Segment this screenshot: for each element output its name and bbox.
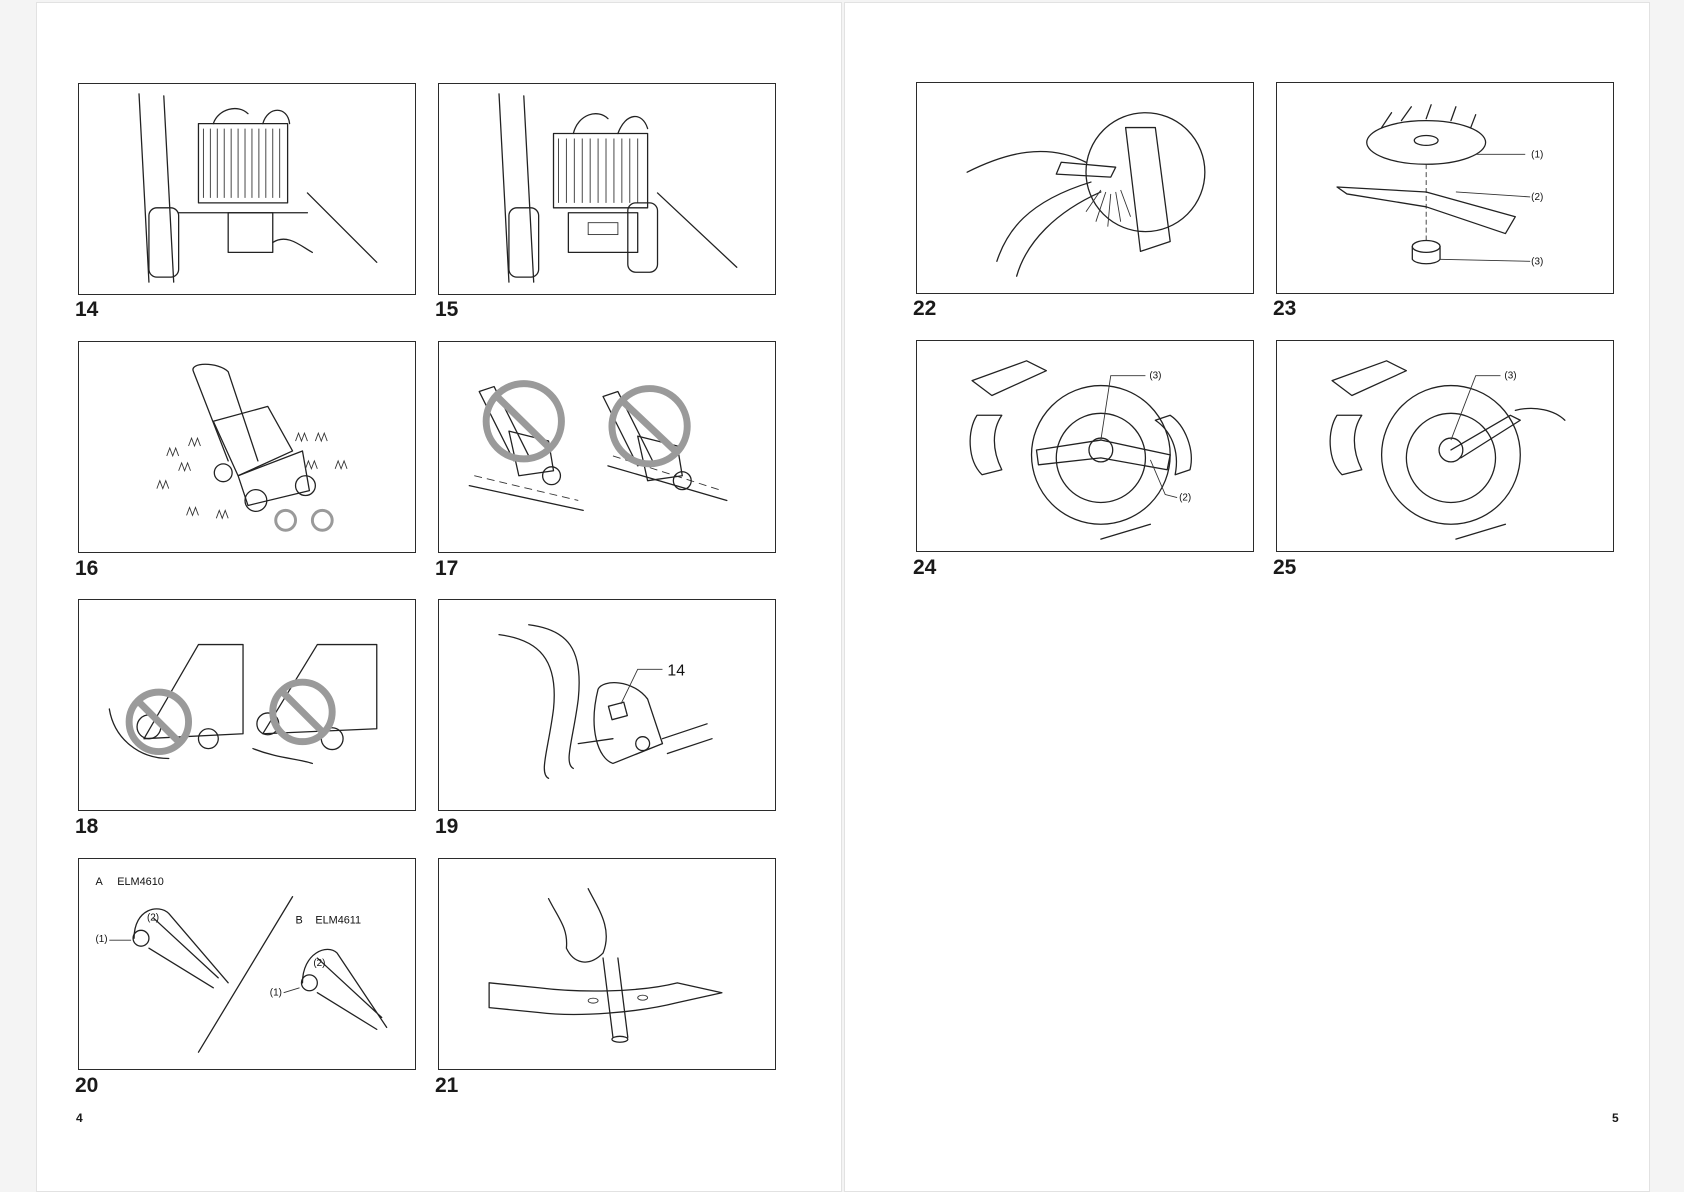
figure-20-model-a: ELM4610 [117,876,164,888]
figure-20-part-1b: (1) [270,988,282,999]
page-right: 22 (1) (2) (3) 23 (3) [844,2,1650,1192]
figure-20-label-b: B [296,914,303,926]
figure-14-number: 14 [75,298,99,321]
figure-20-label-a: A [95,876,103,888]
figure-20-part-1a: (1) [95,934,107,945]
figure-16-number: 16 [75,557,99,580]
figure-20-part-2b: (2) [313,958,325,969]
figure-23-part-3: (3) [1531,256,1543,267]
figure-25-part-3: (3) [1504,371,1516,382]
figure-18-illustration [78,599,416,811]
figure-23-illustration: (1) (2) (3) [1276,82,1614,294]
figure-19-callout: 14 [667,662,685,679]
figure-21-illustration [438,858,776,1070]
figure-23-part-2: (2) [1531,192,1543,203]
figure-15-illustration [438,83,776,295]
figure-15-number: 15 [435,298,459,321]
page-number-left: 4 [76,1111,83,1125]
figure-23-part-1: (1) [1531,149,1543,160]
figure-24-part-2: (2) [1179,492,1191,503]
figure-20-illustration: A ELM4610 B ELM4611 (1) (2) (1) (2) [78,858,416,1070]
figure-22-illustration [916,82,1254,294]
figure-24-part-3: (3) [1149,371,1161,382]
figure-21-number: 21 [435,1074,459,1097]
figure-20-number: 20 [75,1074,99,1097]
figure-17-illustration [438,341,776,553]
figure-20-model-b: ELM4611 [315,914,361,926]
figure-20-part-2a: (2) [147,912,159,923]
page-number-right: 5 [1612,1111,1619,1125]
figure-25-illustration: (3) [1276,340,1614,552]
figure-19-number: 19 [435,815,459,838]
figure-18-number: 18 [75,815,99,838]
figure-25-number: 25 [1273,556,1297,579]
figure-24-number: 24 [913,556,937,579]
figure-14-illustration [78,83,416,295]
page-left: 14 15 [36,2,842,1192]
figure-16-illustration [78,341,416,553]
figure-22-number: 22 [913,297,937,320]
figure-23-number: 23 [1273,297,1297,320]
figure-17-number: 17 [435,557,459,580]
figure-24-illustration: (3) (2) [916,340,1254,552]
figure-19-illustration: 14 [438,599,776,811]
